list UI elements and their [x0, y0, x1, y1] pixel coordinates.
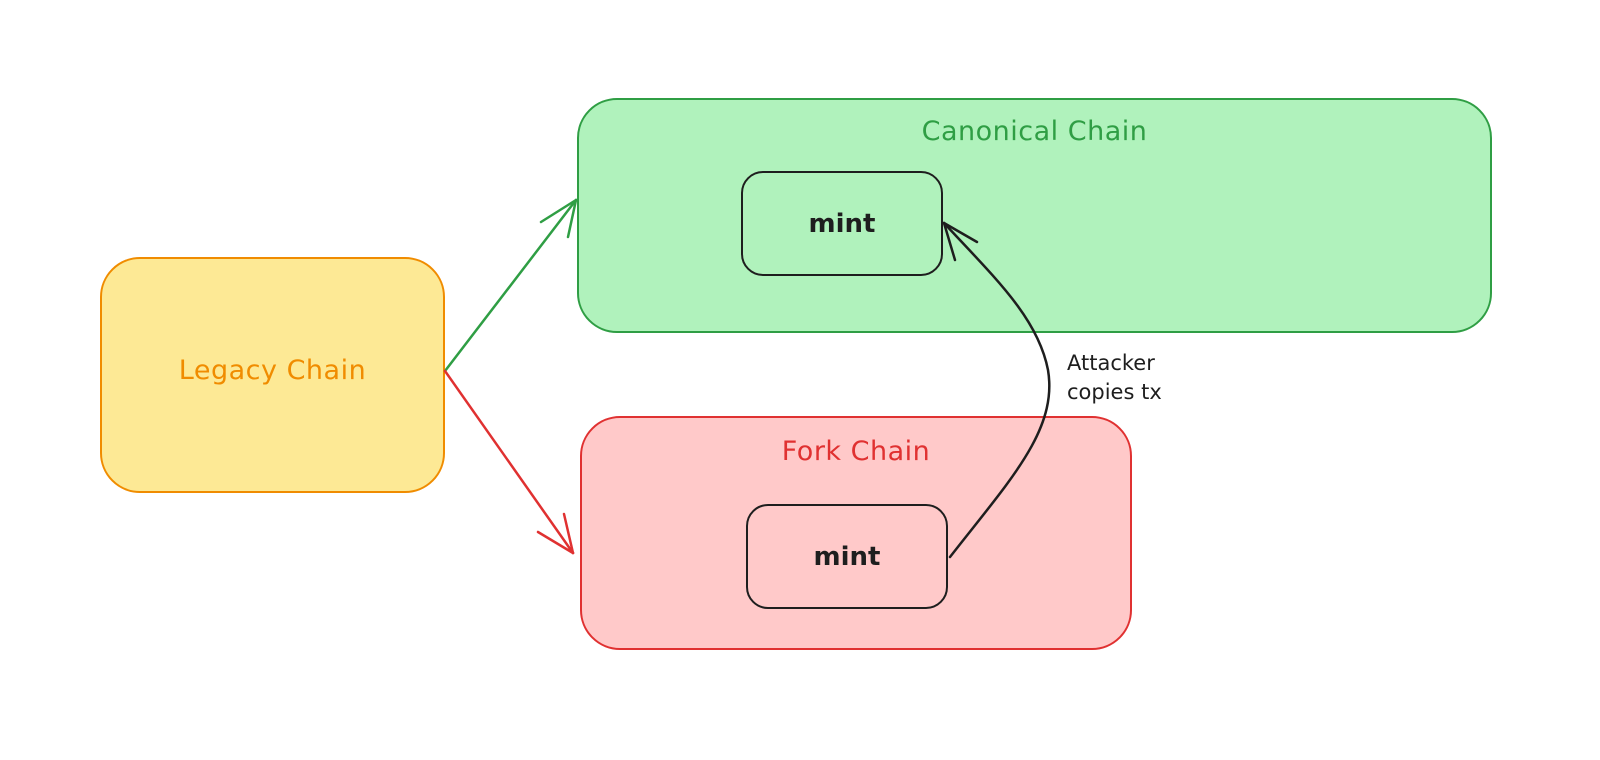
- canonical-mint-box: mint: [741, 171, 943, 276]
- fork-mint-label: mint: [813, 541, 881, 572]
- attacker-copy-arrow: [942, 221, 1051, 559]
- attacker-annotation-line2: copies tx: [1067, 380, 1162, 404]
- legacy-chain-node: Legacy Chain: [100, 257, 445, 493]
- fork-chain-label: Fork Chain: [781, 436, 931, 467]
- canonical-mint-label: mint: [808, 208, 876, 239]
- fork-chain-node: Fork Chain: [580, 416, 1132, 650]
- canonical-chain-label: Canonical Chain: [921, 116, 1148, 147]
- attacker-annotation-line1: Attacker: [1067, 351, 1155, 375]
- attacker-annotation: Attacker copies tx: [1067, 349, 1162, 407]
- legacy-to-fork-arrow: [443, 369, 575, 555]
- fork-mint-box: mint: [746, 504, 948, 609]
- legacy-to-canonical-arrow: [443, 198, 578, 373]
- legacy-chain-label: Legacy Chain: [178, 355, 367, 386]
